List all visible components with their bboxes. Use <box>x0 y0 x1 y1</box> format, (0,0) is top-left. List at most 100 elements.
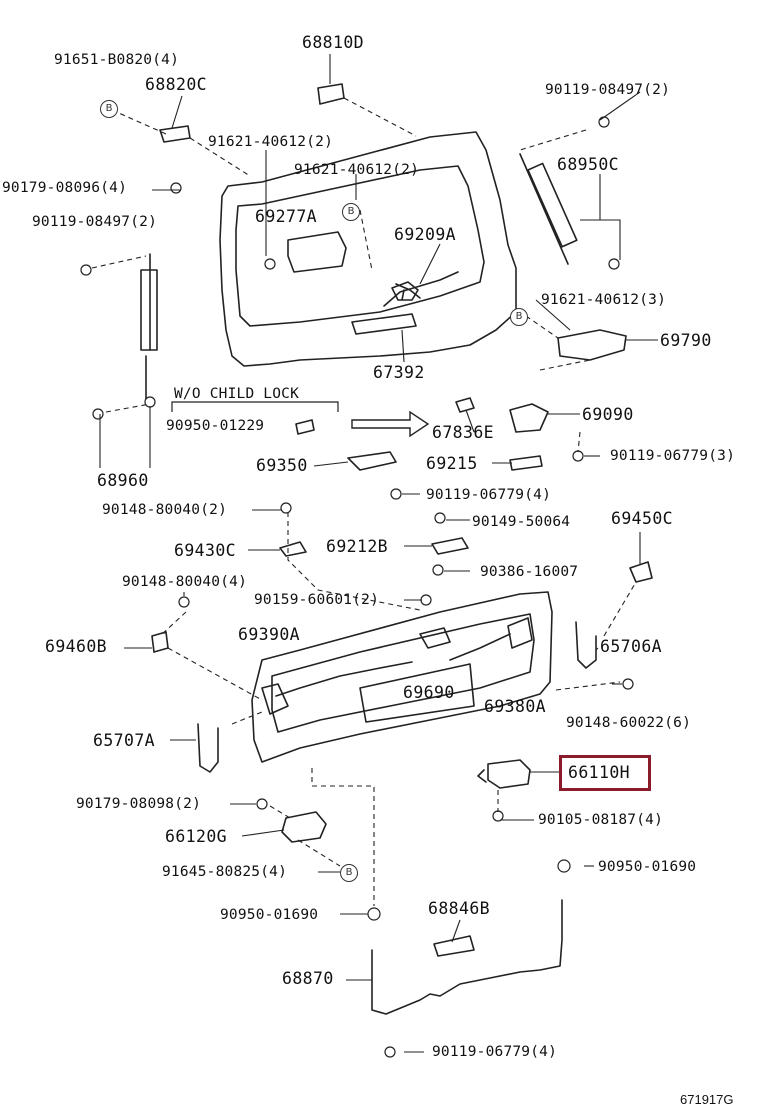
bolt-icon <box>256 798 268 810</box>
wiper-motor <box>391 281 419 301</box>
rod-68870 <box>371 899 563 1015</box>
part-69690 <box>419 627 451 649</box>
lock-66120g <box>281 811 327 843</box>
part-label-91621-40612-a[interactable]: 91621-40612(2) <box>208 134 334 150</box>
bolt-icon <box>390 488 402 500</box>
part-label-90148-80040-b[interactable]: 90148-80040(4) <box>122 574 248 590</box>
part-label-90119-08497-a[interactable]: 90119-08497(2) <box>545 82 671 98</box>
bolt-icon <box>170 182 182 194</box>
part-label-69212b[interactable]: 69212B <box>326 537 389 556</box>
bolt-icon <box>384 1046 396 1058</box>
part-label-90149-50064[interactable]: 90149-50064 <box>472 514 571 530</box>
highlight-box <box>559 755 651 791</box>
bumper-67836e <box>455 397 475 413</box>
bolt-icon <box>432 564 444 576</box>
back-door-lower-recess <box>359 663 475 723</box>
part-label-90148-80040-a[interactable]: 90148-80040(2) <box>102 502 228 518</box>
part-label-66120g[interactable]: 66120G <box>165 827 228 846</box>
part-label-90105-08187[interactable]: 90105-08187(4) <box>538 812 664 828</box>
part-label-90179-08098[interactable]: 90179-08098(2) <box>76 796 202 812</box>
harness-65707a <box>197 723 219 773</box>
part-69212b <box>431 537 469 555</box>
back-door-lower-panel <box>251 591 553 763</box>
part-label-69277a[interactable]: 69277A <box>255 207 318 226</box>
back-window-opening <box>235 165 485 327</box>
part-label-69790[interactable]: 69790 <box>660 331 712 350</box>
part-label-69690[interactable]: 69690 <box>403 683 455 702</box>
part-label-69450c[interactable]: 69450C <box>611 509 674 528</box>
garnish-67392 <box>351 313 417 335</box>
bolt-icon <box>434 512 446 524</box>
note-without-child-lock: W/O CHILD LOCK <box>174 386 300 402</box>
part-label-91621-40612-c[interactable]: 91621-40612(3) <box>541 292 667 308</box>
part-label-90386-16007[interactable]: 90386-16007 <box>480 564 579 580</box>
bolt-icon <box>598 116 610 128</box>
bolt-icon <box>264 258 276 270</box>
part-label-65706a[interactable]: 65706A <box>600 637 663 656</box>
part-69380a <box>507 617 533 649</box>
part-label-68820c[interactable]: 68820C <box>145 75 208 94</box>
lock-cable-2 <box>449 633 511 661</box>
part-label-69350[interactable]: 69350 <box>256 456 308 475</box>
part-label-69215[interactable]: 69215 <box>426 454 478 473</box>
child-lock-arrow <box>351 410 430 438</box>
handle-69350 <box>347 451 397 471</box>
bolt-icon <box>557 859 571 873</box>
part-90950-01229 <box>295 419 315 435</box>
gas-strut-right <box>519 153 569 265</box>
license-lamp <box>287 231 347 273</box>
part-label-90159-60601[interactable]: 90159-60601(2) <box>254 592 380 608</box>
part-label-91621-40612-b[interactable]: 91621-40612(2) <box>294 162 420 178</box>
part-label-67836e[interactable]: 67836E <box>432 423 495 442</box>
part-label-69090[interactable]: 69090 <box>582 405 634 424</box>
part-label-90950-01690-c[interactable]: 90950-01690 <box>220 907 319 923</box>
part-label-67392[interactable]: 67392 <box>373 363 425 382</box>
part-label-68846b[interactable]: 68846B <box>428 899 491 918</box>
part-69460b <box>151 631 169 653</box>
back-door-upper-panel <box>219 131 517 367</box>
hinge-68820c <box>159 125 191 143</box>
lock-actuator <box>477 759 531 789</box>
part-label-90119-06779-e[interactable]: 90119-06779(4) <box>432 1044 558 1060</box>
part-label-66110h[interactable]: 66110H <box>568 763 631 782</box>
circle-b-marker: B <box>340 864 358 882</box>
part-label-68950c[interactable]: 68950C <box>557 155 620 174</box>
bolt-icon <box>367 907 381 921</box>
rod-holder-68846b <box>433 935 475 957</box>
part-label-69460b[interactable]: 69460B <box>45 637 108 656</box>
gas-strut-right-body <box>527 162 578 248</box>
bolt-icon <box>608 258 620 270</box>
part-label-65707a[interactable]: 65707A <box>93 731 156 750</box>
latch-69790 <box>557 329 627 361</box>
part-label-91651-b0820[interactable]: 91651-B0820(4) <box>54 52 180 68</box>
gas-strut-left-body <box>140 269 158 351</box>
part-label-91645-80825[interactable]: 91645-80825(4) <box>162 864 288 880</box>
part-label-90179-08096[interactable]: 90179-08096(4) <box>2 180 128 196</box>
lock-69090 <box>509 403 549 433</box>
part-label-69430c[interactable]: 69430C <box>174 541 237 560</box>
bolt-icon <box>144 396 156 408</box>
harness-65706a <box>575 621 597 669</box>
part-label-90119-06779-d[interactable]: 90119-06779(4) <box>426 487 552 503</box>
part-69390a <box>261 683 289 715</box>
bolt-icon <box>622 678 634 690</box>
part-label-68870[interactable]: 68870 <box>282 969 334 988</box>
bolt-icon <box>178 596 190 608</box>
part-label-69380a[interactable]: 69380A <box>484 697 547 716</box>
part-label-90148-60022[interactable]: 90148-60022(6) <box>566 715 692 731</box>
part-label-68810d[interactable]: 68810D <box>302 33 365 52</box>
part-label-90950-01229[interactable]: 90950-01229 <box>166 418 265 434</box>
part-label-90950-01690-b[interactable]: 90950-01690 <box>598 859 697 875</box>
bolt-icon <box>280 502 292 514</box>
circle-b-marker: B <box>342 203 360 221</box>
part-label-69390a[interactable]: 69390A <box>238 625 301 644</box>
gas-strut-left <box>145 253 151 405</box>
circle-b-marker: B <box>510 308 528 326</box>
part-label-68960[interactable]: 68960 <box>97 471 149 490</box>
part-label-69209a[interactable]: 69209A <box>394 225 457 244</box>
child-lock-bracket <box>171 401 339 412</box>
part-label-90119-08497-b[interactable]: 90119-08497(2) <box>32 214 158 230</box>
handle-69215 <box>509 455 543 471</box>
part-label-90119-06779-c[interactable]: 90119-06779(3) <box>610 448 736 464</box>
